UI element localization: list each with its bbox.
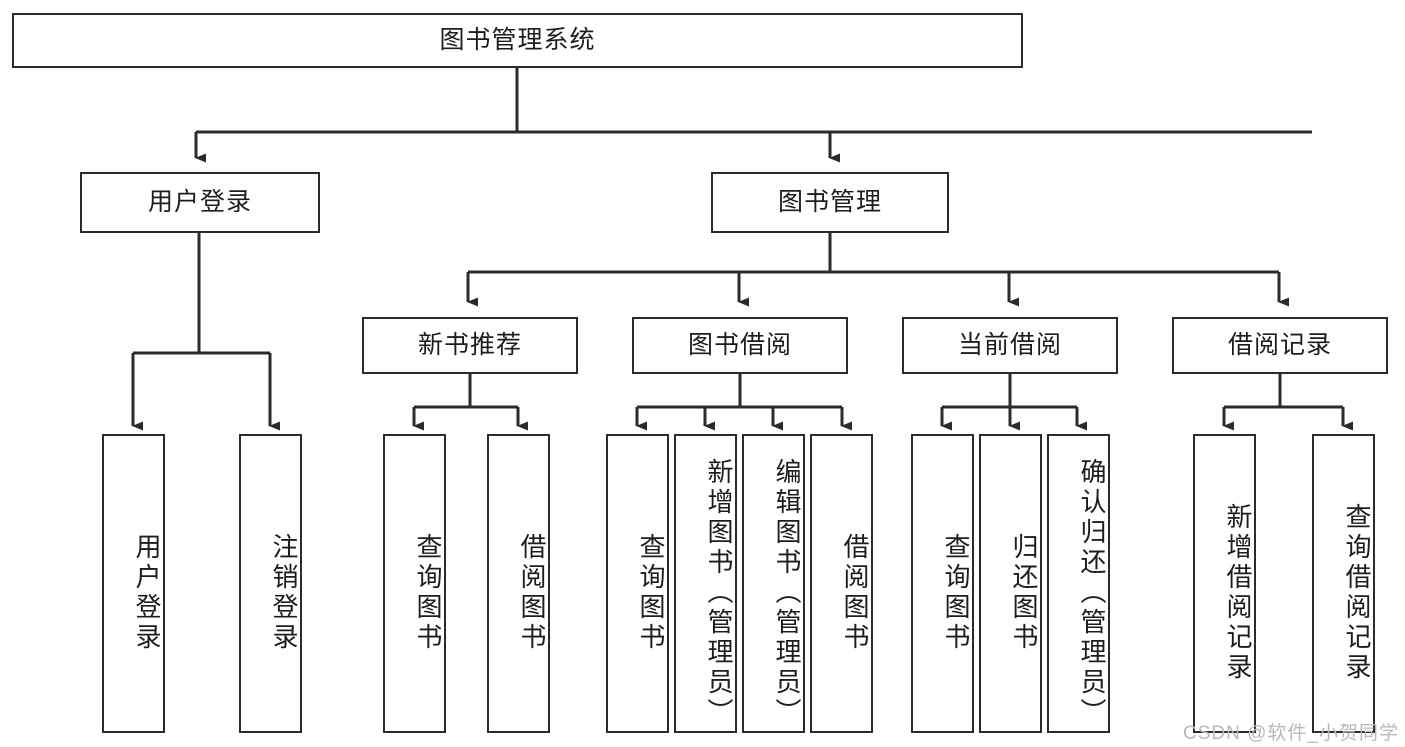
node-leaf-borrow-book-2[interactable]: 借阅图书 [810,434,873,733]
node-leaf-add-record[interactable]: 新增借阅记录 [1193,434,1256,733]
node-book-management-label: 图书管理 [777,187,882,216]
node-current-borrow[interactable]: 当前借阅 [902,317,1118,374]
node-leaf-confirm-return-label: 确认归还（管理员） [1077,457,1107,728]
node-leaf-borrow-book-2-label: 借阅图书 [840,532,870,653]
node-leaf-add-book[interactable]: 新增图书（管理员） [674,434,737,733]
node-borrow-record[interactable]: 借阅记录 [1172,317,1388,374]
node-leaf-user-login-label: 用户登录 [132,532,162,653]
node-leaf-query-record-label: 查询借阅记录 [1342,502,1372,683]
node-leaf-edit-book[interactable]: 编辑图书（管理员） [742,434,805,733]
node-leaf-return-book-label: 归还图书 [1009,532,1039,653]
node-leaf-query-book-2[interactable]: 查询图书 [606,434,669,733]
node-leaf-query-book-1-label: 查询图书 [413,532,443,653]
node-user-login[interactable]: 用户登录 [80,172,320,233]
node-root[interactable]: 图书管理系统 [12,13,1023,68]
node-leaf-query-book-1[interactable]: 查询图书 [383,434,446,733]
node-leaf-confirm-return[interactable]: 确认归还（管理员） [1047,434,1110,733]
node-leaf-user-login[interactable]: 用户登录 [102,434,165,733]
node-new-book-recommend-label: 新书推荐 [417,330,522,359]
csdn-watermark: CSDN @软件_小贺同学 [1183,723,1399,744]
node-leaf-add-book-label: 新增图书（管理员） [704,457,734,728]
node-leaf-return-book[interactable]: 归还图书 [979,434,1042,733]
node-leaf-add-record-label: 新增借阅记录 [1223,502,1253,683]
node-leaf-borrow-book-1-label: 借阅图书 [517,532,547,653]
node-leaf-user-logout-label: 注销登录 [269,532,299,653]
node-root-label: 图书管理系统 [439,25,596,54]
node-book-borrow-label: 图书借阅 [687,330,792,359]
node-leaf-query-book-2-label: 查询图书 [636,532,666,653]
node-user-login-label: 用户登录 [147,187,252,216]
node-leaf-query-record[interactable]: 查询借阅记录 [1312,434,1375,733]
node-borrow-record-label: 借阅记录 [1227,330,1332,359]
node-book-management[interactable]: 图书管理 [711,172,949,233]
node-leaf-edit-book-label: 编辑图书（管理员） [772,457,802,728]
node-leaf-borrow-book-1[interactable]: 借阅图书 [487,434,550,733]
node-leaf-query-book-3-label: 查询图书 [941,532,971,653]
node-book-borrow[interactable]: 图书借阅 [632,317,848,374]
node-current-borrow-label: 当前借阅 [957,330,1062,359]
node-leaf-user-logout[interactable]: 注销登录 [239,434,302,733]
node-leaf-query-book-3[interactable]: 查询图书 [911,434,974,733]
node-new-book-recommend[interactable]: 新书推荐 [362,317,578,374]
